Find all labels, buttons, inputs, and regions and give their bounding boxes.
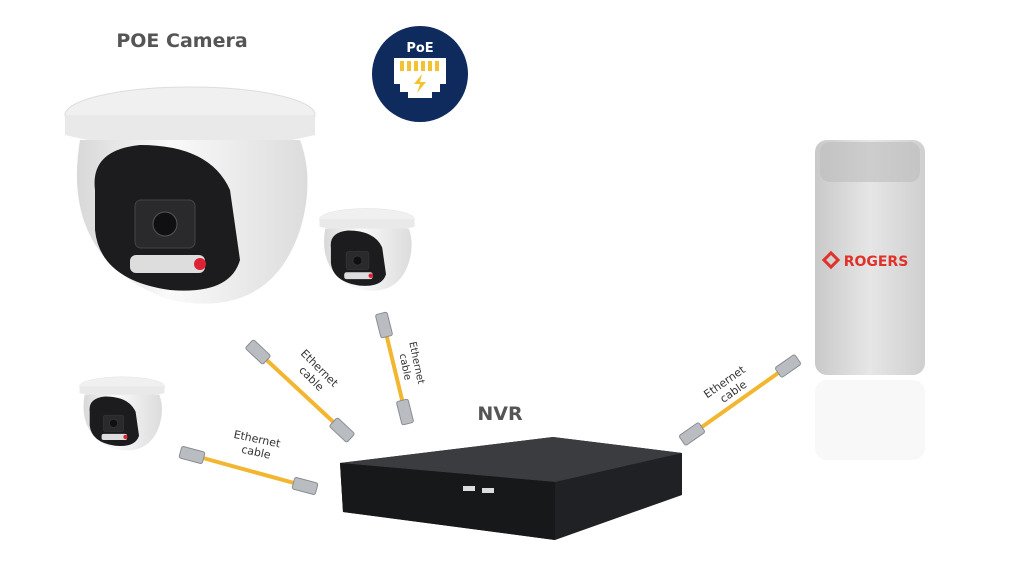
svg-text:Ethernet cable: Ethernet cable [701, 361, 758, 411]
poe-camera-small-right [319, 208, 415, 291]
svg-text:Ethernet cable: Ethernet cable [230, 428, 285, 464]
poe-camera-large [64, 86, 316, 305]
rogers-brand: ROGERS [844, 254, 909, 270]
nvr-device [340, 437, 682, 540]
rogers-router: ROGERS [815, 140, 925, 460]
rogers-logo-icon [821, 250, 841, 270]
poe-camera-small-left [79, 376, 165, 451]
cable-label: cable [240, 443, 272, 462]
nvr-label: NVR [477, 403, 523, 425]
svg-text:Ethernet cable: Ethernet cable [289, 347, 343, 401]
usb-port [463, 486, 475, 491]
ethernet-cable-4: Ethernet cable [678, 353, 802, 447]
diagram-title: POE Camera [116, 30, 247, 52]
poe-badge-label: PoE [406, 41, 433, 56]
ethernet-cable-3: Ethernet cable [178, 428, 319, 496]
ethernet-cable-1: Ethernet cable [244, 338, 356, 444]
poe-badge: PoE [372, 26, 468, 122]
rj45-lightning-icon [394, 58, 446, 98]
usb-port [482, 488, 494, 493]
ethernet-cable-2: Ethernet cable [374, 311, 426, 426]
cable-label: cable [397, 353, 413, 382]
